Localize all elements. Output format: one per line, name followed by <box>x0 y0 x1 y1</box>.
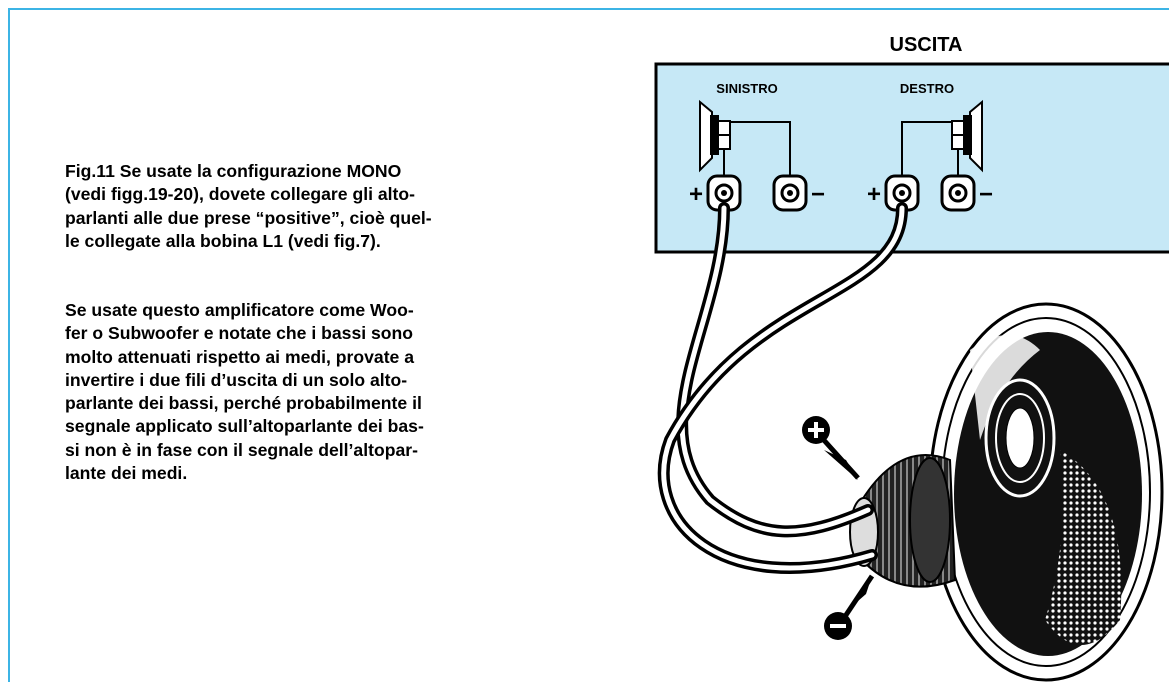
left-minus-sign: − <box>811 181 825 208</box>
left-minus-terminal-icon <box>772 174 808 212</box>
left-plus-sign: + <box>689 181 703 208</box>
panel-title: USCITA <box>890 34 963 56</box>
right-minus-sign: − <box>979 181 993 208</box>
right-channel-label: DESTRO <box>900 81 954 96</box>
output-panel <box>654 62 1169 254</box>
right-plus-sign: + <box>867 181 881 208</box>
left-speaker-symbol-icon <box>699 99 731 173</box>
loudspeaker-icon <box>849 302 1164 682</box>
caption-paragraph-1: Fig.11 Se usate la configurazione MONO (… <box>65 161 432 251</box>
frame-border <box>8 8 1169 682</box>
left-channel-label: SINISTRO <box>716 81 777 96</box>
minus-callout-icon <box>824 574 875 640</box>
caption-paragraph-2: Se usate questo amplificatore come Woo- … <box>65 300 424 484</box>
left-plus-terminal-icon <box>706 174 742 212</box>
plus-callout-icon <box>802 416 860 480</box>
wiring-diagram: USCITA SINISTRO DESTRO <box>600 20 1169 682</box>
right-minus-terminal-icon <box>940 174 976 212</box>
speaker-cables <box>657 202 908 574</box>
